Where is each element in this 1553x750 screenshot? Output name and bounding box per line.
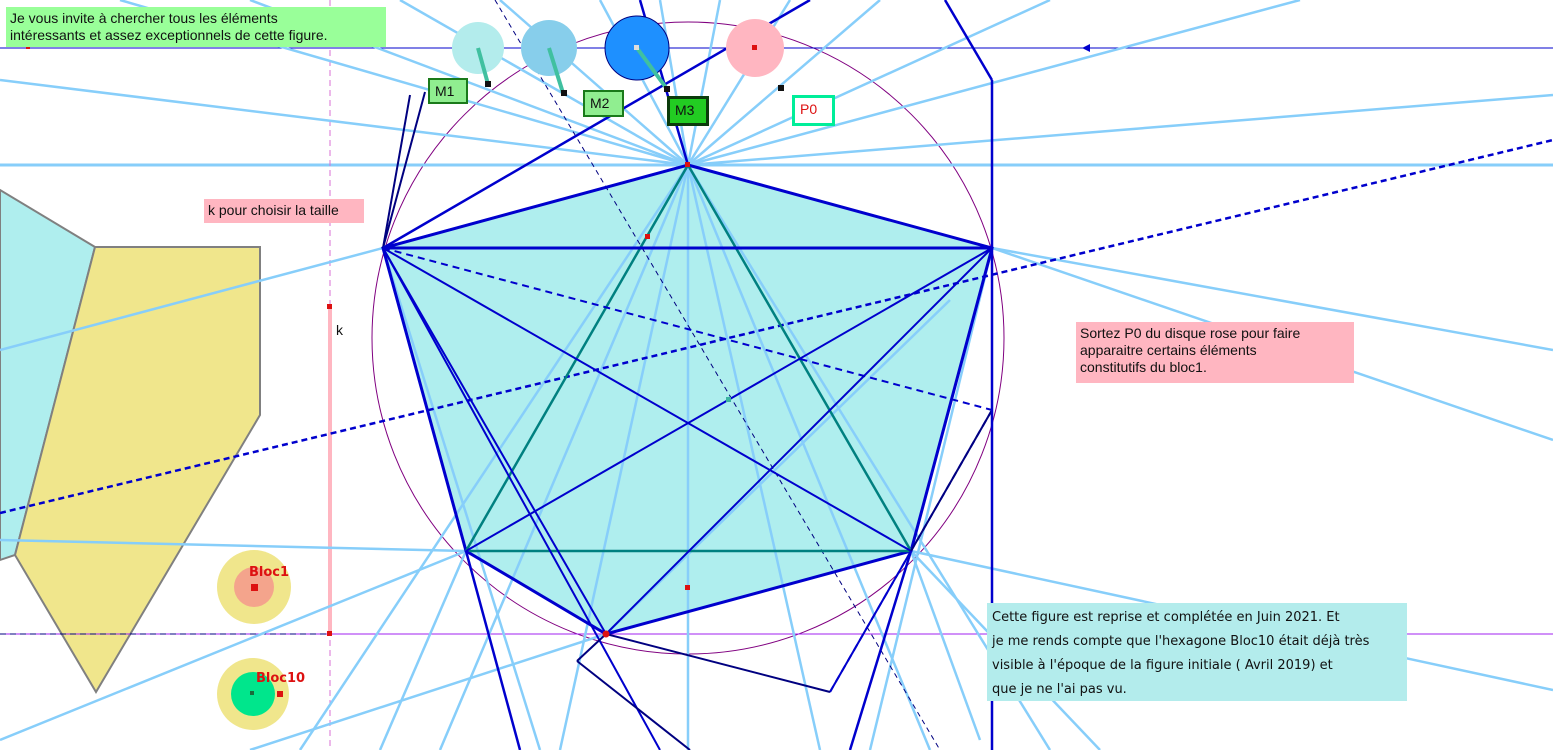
size-hint-note: k pour choisir la taille (204, 199, 364, 223)
p0-hint-note: Sortez P0 du disque rose pour faire appa… (1076, 322, 1354, 383)
point-p0-label[interactable]: P0 (792, 95, 835, 126)
top-disks[interactable] (452, 15, 784, 94)
point-m1-label[interactable]: M1 (428, 78, 468, 104)
k-slider-end-bottom[interactable] (327, 631, 332, 636)
red-markers (26, 45, 690, 638)
teal-marker (726, 397, 731, 402)
control-points[interactable] (485, 81, 784, 96)
bloc1-label: Bloc1 (249, 565, 290, 580)
arrow-marker (1082, 44, 1090, 52)
k-label: k (336, 322, 343, 338)
yellow-polygon[interactable] (13, 246, 261, 694)
point-m2-label[interactable]: M2 (583, 90, 624, 117)
bloc1-disk[interactable] (217, 550, 291, 624)
history-note: Cette figure est reprise et complétée en… (987, 603, 1407, 701)
invite-note: Je vous invite à chercher tous les éléme… (6, 7, 386, 47)
long-dashed-line[interactable] (0, 138, 1553, 515)
bloc10-label: Bloc10 (256, 671, 306, 686)
point-m3-label[interactable]: M3 (667, 96, 709, 126)
thin-dashed-diagonal[interactable] (494, 0, 941, 750)
bloc10-disk[interactable] (217, 658, 289, 730)
k-slider-end-top[interactable] (327, 304, 332, 309)
navy-lines[interactable] (382, 91, 993, 750)
